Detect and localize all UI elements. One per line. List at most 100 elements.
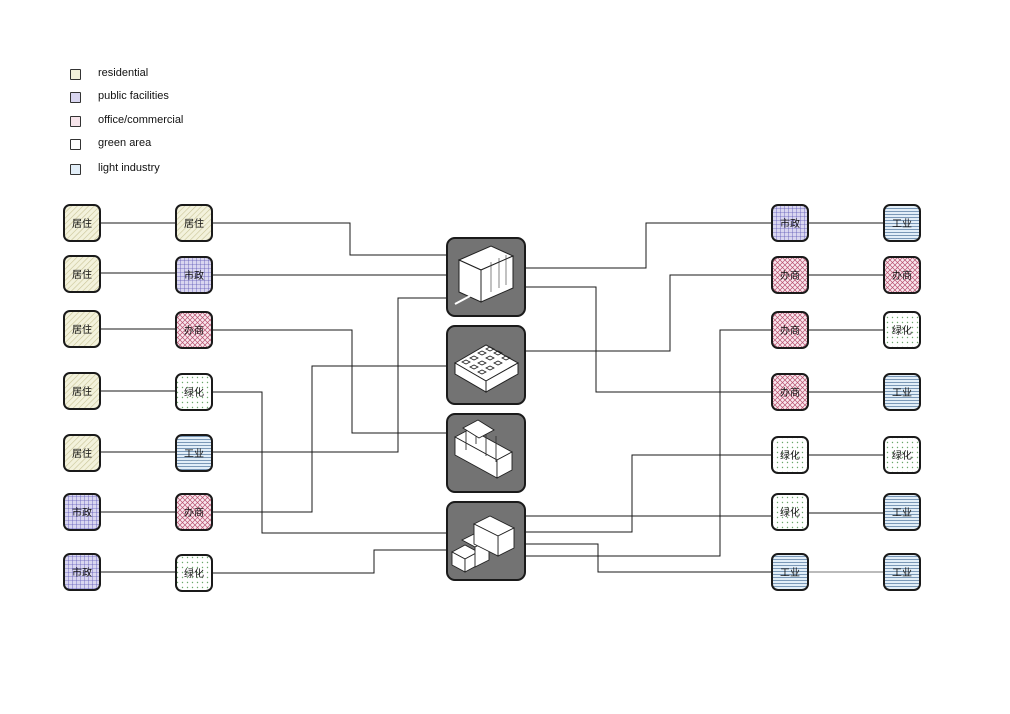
node-left-inner-5: 工业: [175, 434, 213, 472]
node-right-outer-7: 工业: [883, 553, 921, 591]
node-label: 居住: [72, 217, 92, 230]
node-box: [771, 373, 809, 411]
node-label: 绿化: [780, 449, 800, 462]
node-box: [883, 553, 921, 591]
legend-swatch: [70, 139, 81, 150]
node-label: 办商: [184, 506, 204, 519]
center-block-4: [446, 501, 526, 581]
legend-swatch: [70, 69, 81, 80]
node-right-outer-6: 工业: [883, 493, 921, 531]
grid-courtyard-building-icon: [454, 344, 520, 393]
node-label: 市政: [184, 269, 204, 282]
node-label: 居住: [72, 323, 92, 336]
node-label: 工业: [892, 507, 912, 519]
node-box: [883, 493, 921, 531]
connector: [526, 222, 772, 269]
node-right-outer-4: 工业: [883, 373, 921, 411]
node-left-outer-1: 居住: [63, 204, 101, 242]
node-right-inner-3: 办商: [771, 311, 809, 349]
node-box: [63, 372, 101, 410]
node-box: [771, 493, 809, 531]
node-left-inner-6: 办商: [175, 493, 213, 531]
node-label: 市政: [72, 566, 92, 579]
node-box: [771, 204, 809, 242]
legend-label: light industry: [98, 162, 160, 174]
node-label: 工业: [892, 387, 912, 399]
node-left-inner-7: 绿化: [175, 554, 213, 592]
node-label: 居住: [72, 447, 92, 460]
node-label: 工业: [780, 567, 800, 579]
connector: [526, 274, 772, 352]
connector: [526, 454, 772, 533]
legend-label: residential: [98, 67, 149, 79]
node-right-inner-2: 办商: [771, 256, 809, 294]
node-right-inner-5: 绿化: [771, 436, 809, 474]
node-left-outer-6: 市政: [63, 493, 101, 531]
connector: [526, 329, 772, 557]
legend-swatch: [70, 164, 81, 175]
node-box: [771, 553, 809, 591]
node-label: 居住: [72, 385, 92, 398]
node-right-outer-3: 绿化: [883, 311, 921, 349]
connector: [526, 286, 772, 393]
node-box: [771, 256, 809, 294]
node-box: [883, 373, 921, 411]
node-right-outer-5: 绿化: [883, 436, 921, 474]
node-left-inner-3: 办商: [175, 311, 213, 349]
connector-lines: [100, 222, 884, 574]
node-right-outer-1: 工业: [883, 204, 921, 242]
center-block-1: [446, 237, 526, 317]
node-box: [63, 493, 101, 531]
stepped-terrace-building-icon: [451, 515, 516, 573]
slab-building-icon: [454, 245, 515, 305]
node-label: 绿化: [780, 506, 800, 519]
node-label: 绿化: [184, 567, 204, 580]
node-box: [63, 310, 101, 348]
node-box: [63, 204, 101, 242]
node-box: [175, 373, 213, 411]
legend-swatch: [70, 116, 81, 127]
node-label: 办商: [184, 324, 204, 337]
node-box: [175, 204, 213, 242]
node-box: [63, 553, 101, 591]
node-left-inner-1: 居住: [175, 204, 213, 242]
node-label: 绿化: [184, 386, 204, 399]
connector: [212, 329, 447, 434]
center-block-2: [446, 325, 526, 405]
node-left-outer-5: 居住: [63, 434, 101, 472]
building-typology-blocks: [446, 237, 526, 581]
node-right-inner-7: 工业: [771, 553, 809, 591]
node-box: [63, 434, 101, 472]
node-label: 办商: [780, 324, 800, 337]
node-box: [771, 436, 809, 474]
node-label: 居住: [184, 217, 204, 230]
node-right-inner-6: 绿化: [771, 493, 809, 531]
node-label: 绿化: [892, 324, 912, 337]
node-label: 工业: [892, 218, 912, 230]
connector: [526, 543, 772, 573]
connector: [212, 391, 447, 534]
node-left-inner-2: 市政: [175, 256, 213, 294]
connector: [212, 549, 447, 574]
connector: [212, 365, 447, 513]
node-left-outer-7: 市政: [63, 553, 101, 591]
node-label: 工业: [184, 448, 204, 460]
connector: [212, 297, 447, 453]
node-label: 办商: [780, 269, 800, 282]
node-left-inner-4: 绿化: [175, 373, 213, 411]
node-label: 绿化: [892, 449, 912, 462]
legend-label: green area: [98, 137, 152, 149]
legend-label: office/commercial: [98, 114, 184, 126]
node-label: 办商: [780, 386, 800, 399]
node-box: [175, 554, 213, 592]
node-box: [175, 311, 213, 349]
node-box: [883, 311, 921, 349]
node-label: 市政: [780, 217, 800, 230]
land-use-nodes: 居住居住居住居住居住市政市政居住市政办商绿化工业办商绿化市政办商办商办商绿化绿化…: [63, 204, 921, 592]
node-box: [175, 256, 213, 294]
node-right-inner-1: 市政: [771, 204, 809, 242]
node-label: 工业: [892, 567, 912, 579]
node-box: [771, 311, 809, 349]
legend-swatch: [70, 92, 81, 103]
